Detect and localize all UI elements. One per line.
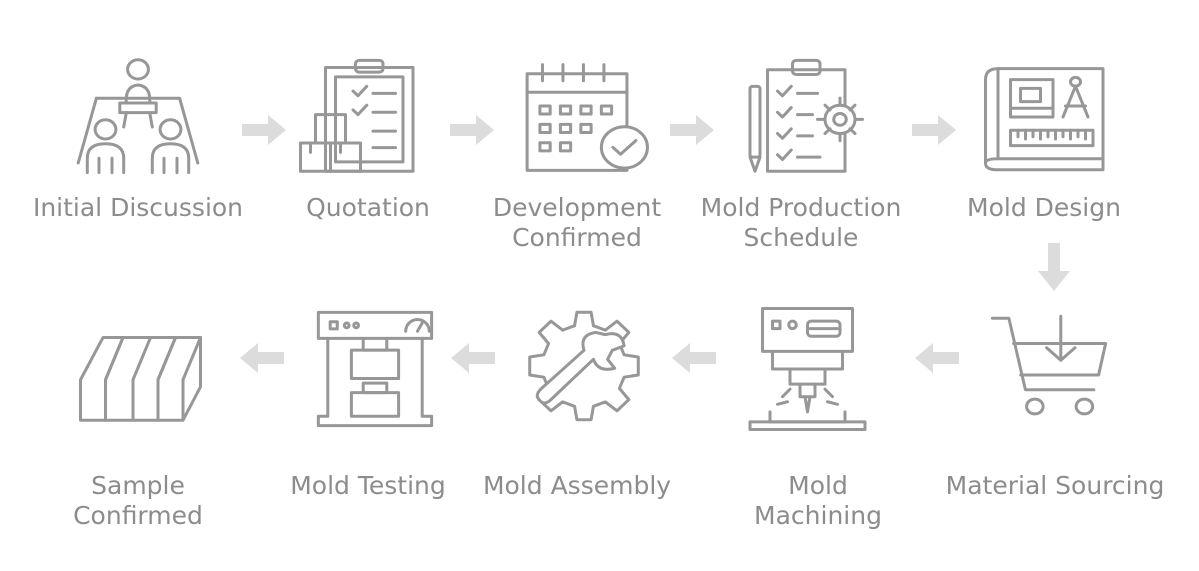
cnc-machine-icon — [745, 306, 870, 432]
calendar-check-icon — [522, 60, 650, 175]
step-label-line: Quotation — [306, 193, 430, 222]
flow-arrow-left — [240, 343, 284, 373]
step-label-line: Mold — [788, 471, 848, 500]
mold-block-icon — [78, 334, 203, 422]
flow-arrow-right — [670, 115, 714, 145]
clipboard-boxes-icon — [298, 58, 423, 176]
shopping-cart-icon — [990, 312, 1108, 417]
meeting-people-icon — [73, 55, 203, 175]
step-label-line: Mold Production — [700, 193, 902, 222]
flow-arrow-right — [242, 115, 286, 145]
flow-arrow-left — [451, 343, 495, 373]
step-label-line: Material Sourcing — [945, 471, 1165, 500]
step-label-line: Confirmed — [73, 501, 203, 530]
step-label-line: Mold Design — [967, 193, 1121, 222]
step-label: Material Sourcing — [945, 471, 1165, 501]
flow-arrow-left — [915, 343, 959, 373]
step-label-line: Development — [492, 193, 662, 222]
flow-arrow-right — [912, 115, 956, 145]
step-label-line: Mold Testing — [290, 471, 446, 500]
step-label: Mold Testing — [258, 471, 478, 501]
step-label: Quotation — [258, 193, 478, 223]
step-label-line: Machining — [754, 501, 882, 530]
step-label-line: Sample — [91, 471, 185, 500]
flow-arrow-down — [1038, 243, 1070, 291]
step-label-line: Schedule — [743, 223, 859, 252]
step-label: Mold Design — [934, 193, 1154, 223]
blueprint-icon — [983, 62, 1108, 172]
step-label-line: Initial Discussion — [32, 193, 244, 222]
step-label: Initial Discussion — [28, 193, 248, 223]
step-label-line: Confirmed — [512, 223, 642, 252]
press-machine-icon — [316, 310, 434, 428]
flow-arrow-right — [450, 115, 494, 145]
wrench-gear-icon — [525, 310, 643, 422]
flow-arrow-left — [672, 343, 716, 373]
step-label-line: Mold Assembly — [482, 471, 672, 500]
step-label: Mold Assembly — [467, 471, 687, 501]
schedule-gear-icon — [745, 58, 870, 176]
